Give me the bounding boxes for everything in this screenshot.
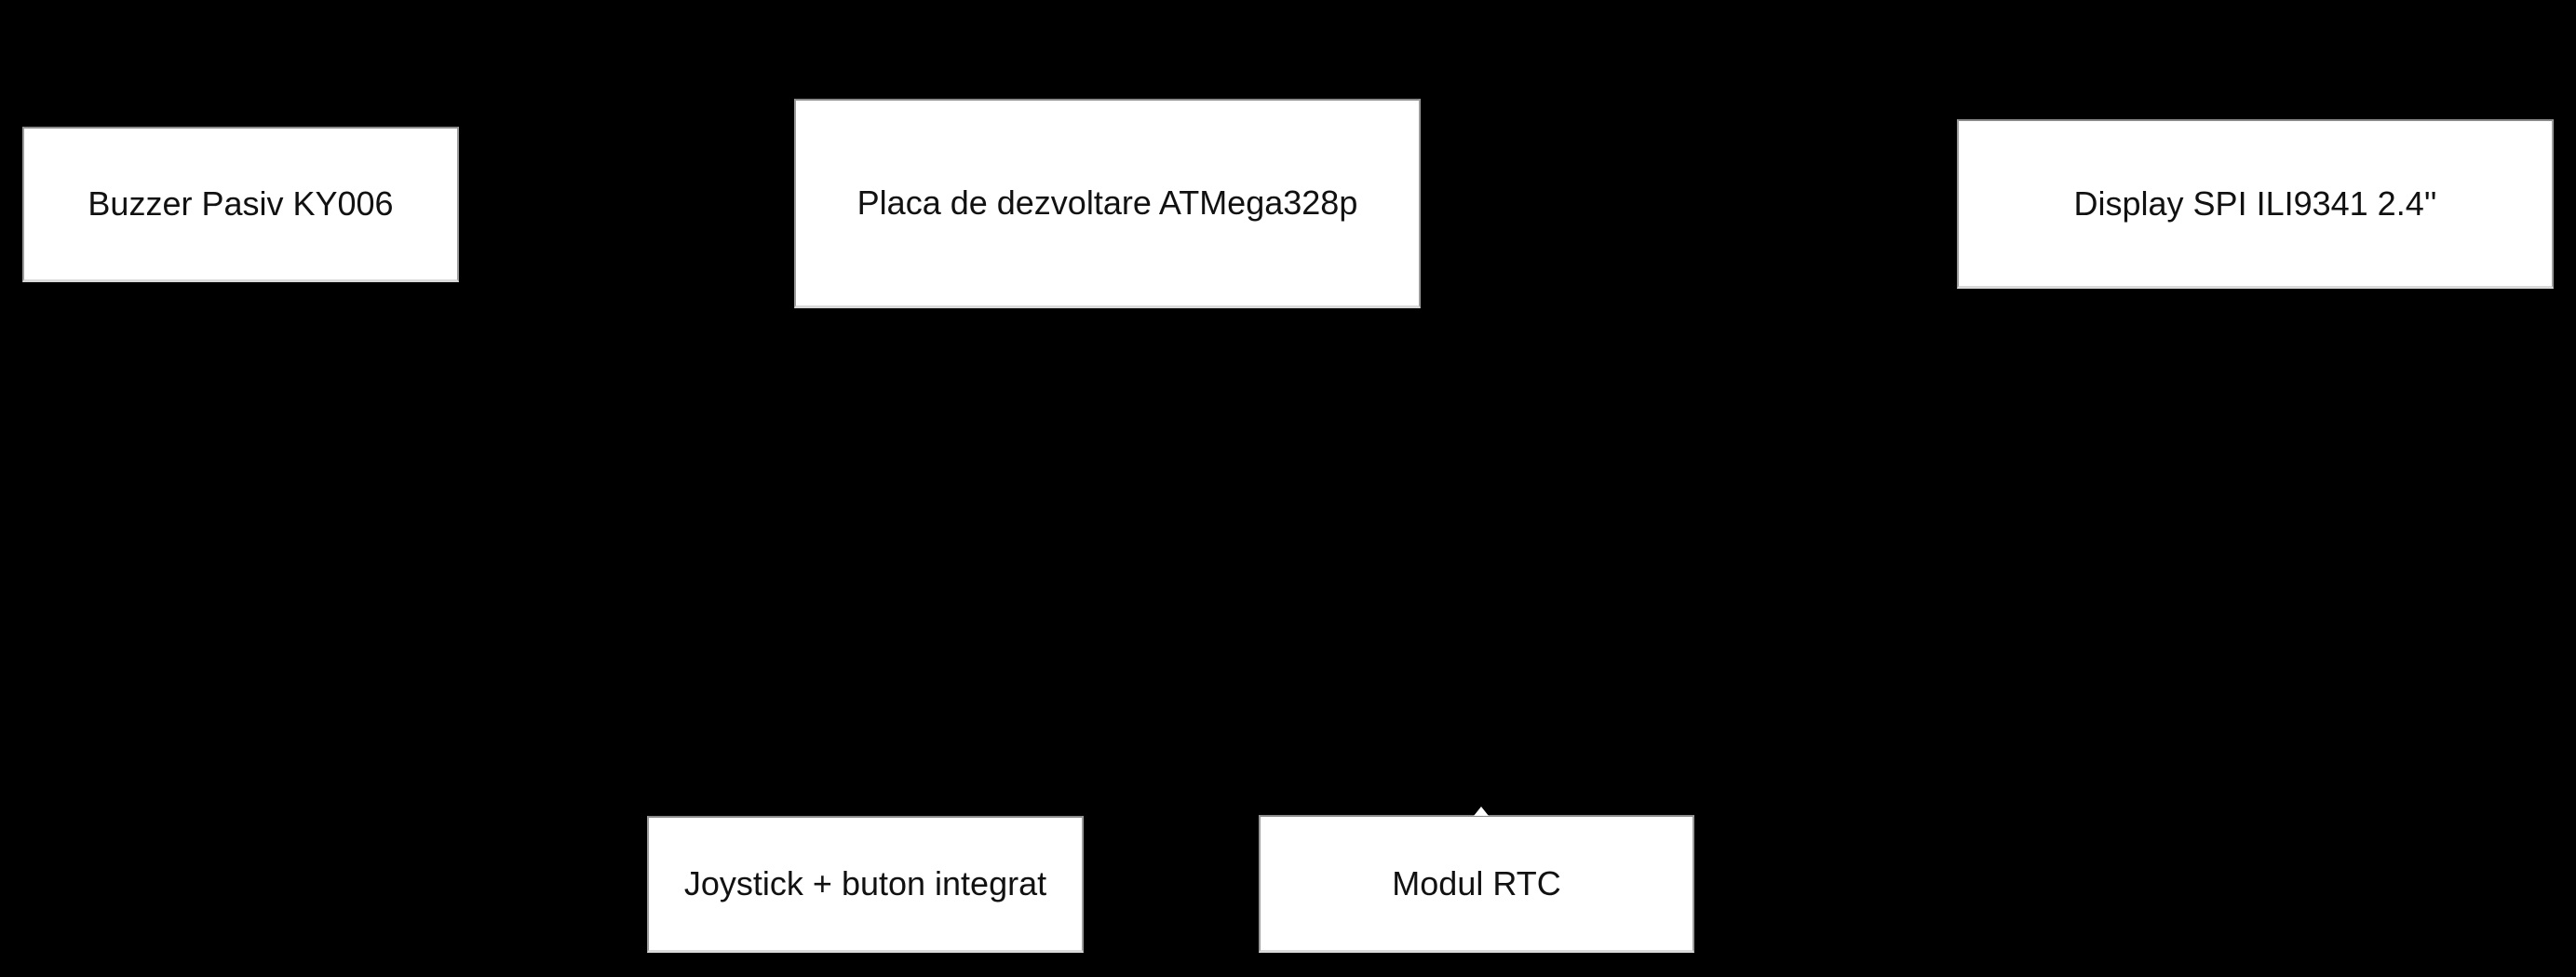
node-modul-rtc: Modul RTC — [1259, 815, 1694, 953]
node-label: Display SPI ILI9341 2.4'' — [2073, 183, 2437, 223]
node-label: Placa de dezvoltare ATMega328p — [856, 183, 1358, 223]
node-label: Joystick + buton integrat — [683, 864, 1047, 903]
node-label: Buzzer Pasiv KY006 — [88, 184, 394, 224]
node-placa-dezvoltare-atmega328p: Placa de dezvoltare ATMega328p — [794, 99, 1421, 308]
node-joystick-buton-integrat: Joystick + buton integrat — [647, 816, 1084, 953]
node-buzzer-pasiv-ky006: Buzzer Pasiv KY006 — [22, 127, 459, 282]
node-display-spi-ili9341: Display SPI ILI9341 2.4'' — [1957, 119, 2554, 289]
arrowhead-artifact — [1474, 807, 1489, 816]
node-label: Modul RTC — [1392, 863, 1561, 902]
